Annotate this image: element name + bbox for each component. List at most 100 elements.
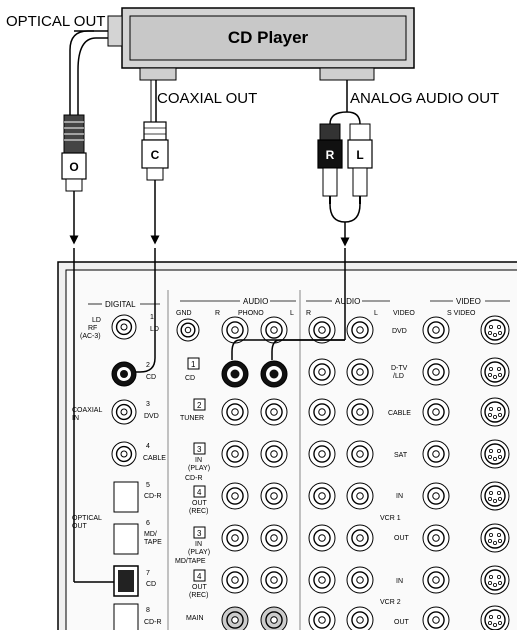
jack-audio-r-3: [221, 482, 249, 510]
phono-label: PHONO: [238, 310, 264, 317]
row-cdr-in2: (PLAY): [188, 465, 210, 472]
jack-name-4: CABLE: [143, 455, 166, 462]
jack-num-8: 8: [146, 607, 150, 614]
jack-num-2: 2: [146, 362, 150, 369]
jack-video-2: [422, 398, 450, 426]
jack-audio2-l-2: [346, 398, 374, 426]
ac3-label: (AC-3): [80, 333, 101, 340]
gnd-label: GND: [176, 310, 192, 317]
video-row-labels: DVD D-TV /LD CABLE SAT IN VCR 1 OUT IN V…: [380, 328, 411, 626]
jack-num-4: 4: [146, 443, 150, 450]
jack-audio-r-6: [221, 606, 249, 630]
coaxial-plug-letter: C: [151, 148, 160, 162]
jack-num-3: 3: [146, 401, 150, 408]
jack-audio-l-2: [260, 440, 288, 468]
jack-audio-l-0: [260, 316, 288, 344]
jack-svideo-5: [480, 523, 510, 553]
jack-audio-r-5: [221, 566, 249, 594]
jack-audio2-l-0: [346, 316, 374, 344]
video-cable: CABLE: [388, 410, 411, 417]
cd-player-title: CD Player: [228, 28, 309, 47]
jack-audio2-r-0: [308, 316, 336, 344]
jack-video-1: [422, 358, 450, 386]
phono-l-label: L: [290, 310, 294, 317]
jacks: [111, 314, 510, 630]
jack-video-4: [422, 482, 450, 510]
optical-plug-letter: O: [69, 160, 78, 174]
jack-audio-l-5: [260, 566, 288, 594]
left-plug-letter: L: [356, 148, 363, 162]
jack-optical-md: [113, 523, 139, 555]
audio-r-label: R: [306, 310, 311, 317]
row-main: MAIN: [186, 615, 204, 622]
jack-svideo-7: [480, 605, 510, 630]
jack-audio-r-4: [221, 524, 249, 552]
row-md-out2: (REC): [189, 592, 208, 599]
jack-audio-l-4: [260, 524, 288, 552]
right-plug-letter: R: [326, 148, 335, 162]
row-num-3: 3: [197, 445, 202, 454]
rf-label: RF: [88, 325, 97, 332]
jack-audio2-r-7: [308, 606, 336, 630]
video-vcr1: VCR 1: [380, 515, 401, 522]
row-md-in2: (PLAY): [188, 549, 210, 556]
jack-name-5: CD-R: [144, 493, 162, 500]
jack-name-7: CD: [146, 581, 156, 588]
jack-audio2-l-4: [346, 482, 374, 510]
jack-audio2-r-5: [308, 524, 336, 552]
jack-name-3: DVD: [144, 413, 159, 420]
jack-audio2-r-6: [308, 566, 336, 594]
jack-video-7: [422, 606, 450, 630]
row-num-3b: 3: [197, 529, 202, 538]
jack-svideo-1: [480, 357, 510, 387]
connected-jacks: [111, 360, 288, 597]
video-vcr2-out: OUT: [394, 619, 410, 626]
optical-cable: [69, 30, 108, 115]
row-cdr: CD-R: [185, 475, 203, 482]
row-tuner: TUNER: [180, 415, 204, 422]
video-vcr2-in: IN: [396, 578, 403, 585]
jack-svideo-0: [480, 315, 510, 345]
jack-coaxial-dvd: [111, 399, 137, 425]
jack-video-3: [422, 440, 450, 468]
jack-gnd: [176, 318, 200, 342]
jack-svideo-6: [480, 565, 510, 595]
jack-video-5: [422, 524, 450, 552]
jack-ld-rf: [111, 314, 137, 340]
row-num-4: 4: [197, 488, 202, 497]
audio-row-labels: 1 CD 2 TUNER 3 IN (PLAY) CD-R 4 OUT (REC…: [175, 357, 210, 622]
row-md-in: IN: [195, 541, 202, 548]
audio-header-2: AUDIO: [335, 297, 360, 306]
jack-num-5: 5: [146, 482, 150, 489]
row-md: MD/TAPE: [175, 558, 206, 565]
video-vcr1-out: OUT: [394, 535, 410, 542]
jack-name-2: CD: [146, 374, 156, 381]
jack-audio-l-1: [260, 398, 288, 426]
video-vcr1-in: IN: [396, 493, 403, 500]
jack-svideo-2: [480, 397, 510, 427]
row-cdr-out2: (REC): [189, 508, 208, 515]
coaxial-out-label: COAXIAL OUT: [157, 90, 257, 107]
jack-svideo-3: [480, 439, 510, 469]
row-num-1: 1: [191, 360, 196, 369]
panel-wiring: [73, 248, 346, 583]
jack-video-0: [422, 316, 450, 344]
svideo-sub-label: S VIDEO: [447, 310, 476, 317]
jack-audio2-l-3: [346, 440, 374, 468]
jack-name-6: MD/: [144, 531, 157, 538]
jack-num-1: 1: [150, 314, 154, 321]
jack-audio-r-1: [221, 398, 249, 426]
optical-port: [107, 15, 123, 47]
video-sat: SAT: [394, 452, 408, 459]
jack-optical-cdr-2: [113, 603, 139, 630]
video-dvd: DVD: [392, 328, 407, 335]
jack-num-7: 7: [146, 570, 150, 577]
jack-audio-r-2: [221, 440, 249, 468]
coaxial-cable: C: [141, 80, 169, 245]
jack-video-6: [422, 566, 450, 594]
digital-jack-labels: 1 LD 2 CD 3 DVD 4 CABLE 5 CD-R 6 MD/ TAP…: [143, 314, 166, 626]
digital-column: LD RF (AC-3) COAXIAL IN OPTICAL OUT 1 LD…: [72, 314, 166, 626]
row-num-4b: 4: [197, 572, 202, 581]
row-cdr-out: OUT: [192, 500, 208, 507]
analog-cable: R L: [317, 80, 373, 247]
